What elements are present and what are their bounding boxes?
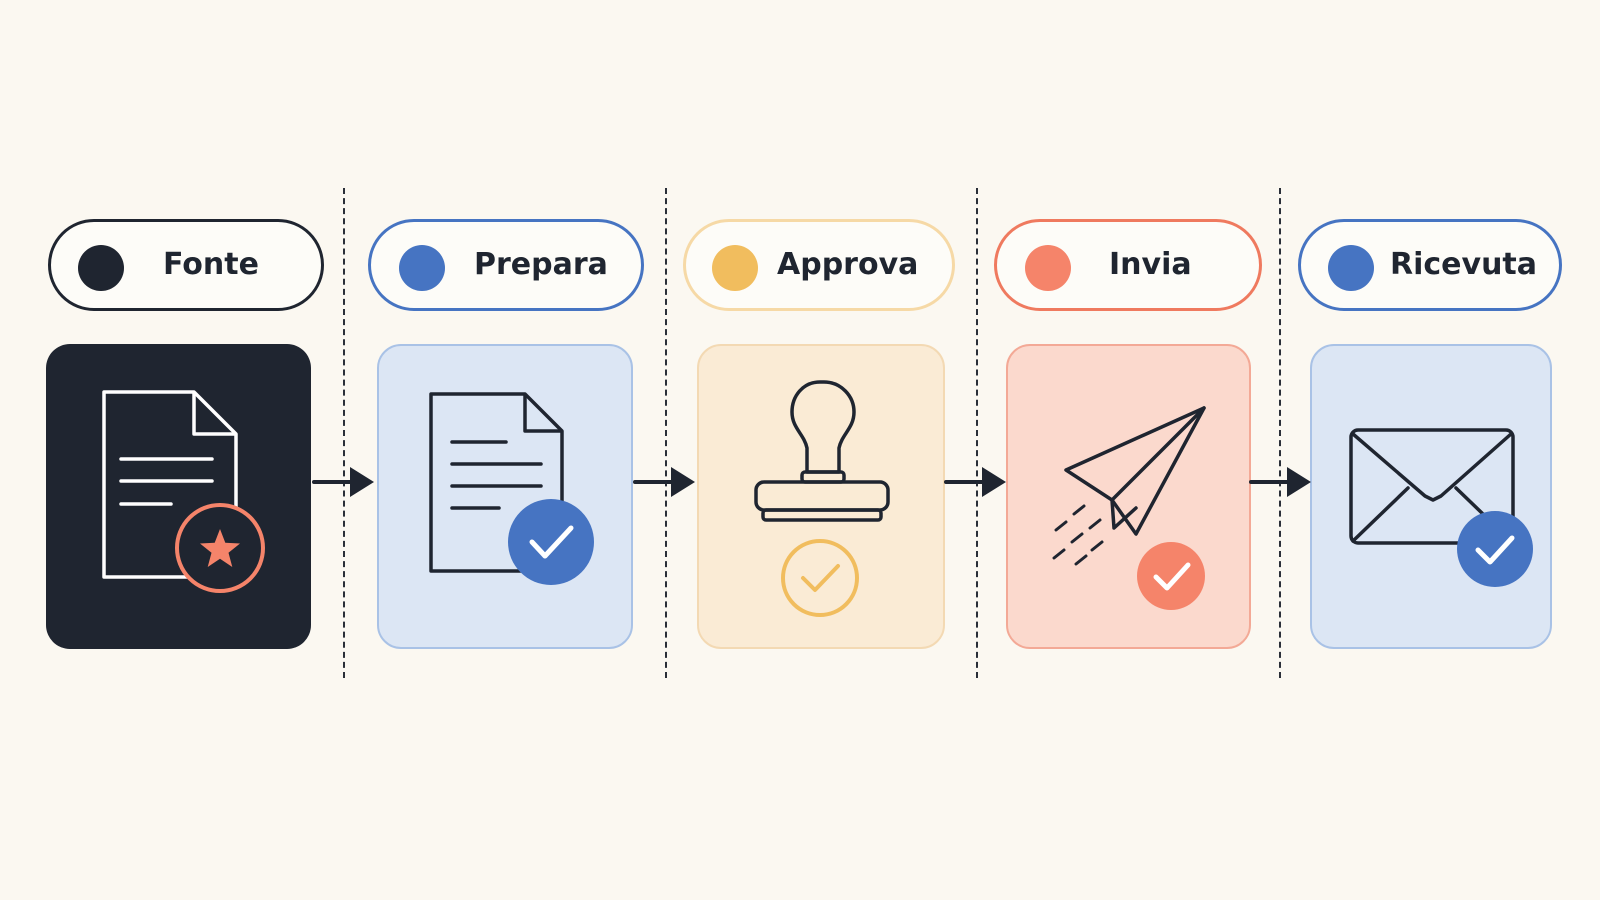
- step-dot: [78, 245, 124, 291]
- step-dot: [712, 245, 758, 291]
- step-pill-fonte: Fonte: [48, 219, 324, 311]
- check-badge-icon: [508, 499, 594, 585]
- step-label: Ricevuta: [1390, 247, 1538, 282]
- document-icon: [429, 392, 594, 585]
- check-badge-icon: [1137, 542, 1205, 610]
- step-dot: [1025, 245, 1071, 291]
- step-dot: [1328, 245, 1374, 291]
- arrow-right-icon: [1249, 467, 1311, 497]
- document-star-icon: [102, 390, 265, 593]
- arrow-right-icon: [633, 467, 695, 497]
- step-label: Prepara: [474, 247, 608, 282]
- star-badge-icon: [175, 503, 265, 593]
- step-label: Fonte: [163, 247, 259, 282]
- stage-divider: [1279, 188, 1281, 678]
- arrow-right-icon: [944, 467, 1006, 497]
- step-pill-invia: Invia: [994, 219, 1262, 311]
- stamp-icon: [754, 380, 890, 617]
- step-card-fonte: [46, 344, 311, 649]
- step-pill-ricevuta: Ricevuta: [1298, 219, 1562, 311]
- check-badge-icon: [1457, 511, 1533, 587]
- step-card-approva: [697, 344, 945, 649]
- speed-lines-icon: [1052, 504, 1104, 566]
- step-card-ricevuta: [1310, 344, 1552, 649]
- step-card-prepara: [377, 344, 633, 649]
- step-label: Approva: [777, 247, 919, 282]
- step-label: Invia: [1109, 247, 1192, 282]
- stage-divider: [976, 188, 978, 678]
- arrow-right-icon: [312, 467, 374, 497]
- check-badge-icon: [781, 539, 859, 617]
- envelope-icon: [1349, 428, 1533, 587]
- step-dot: [399, 245, 445, 291]
- stage-divider: [343, 188, 345, 678]
- step-pill-prepara: Prepara: [368, 219, 644, 311]
- step-card-invia: [1006, 344, 1251, 649]
- paper-plane-icon: [1052, 406, 1206, 610]
- step-pill-approva: Approva: [683, 219, 955, 311]
- stage-divider: [665, 188, 667, 678]
